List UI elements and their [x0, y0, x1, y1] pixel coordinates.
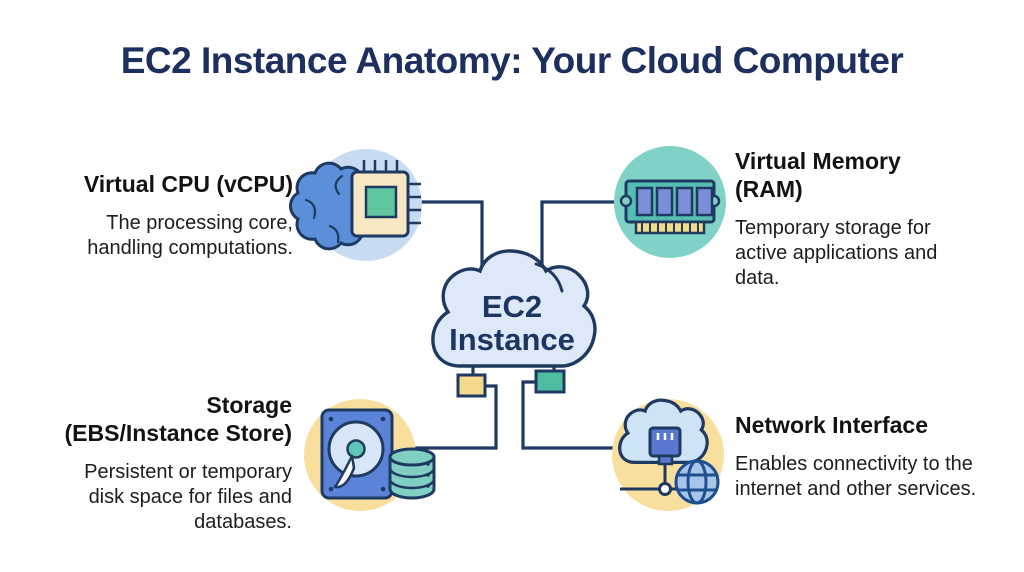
globe-icon — [674, 459, 720, 505]
connector-network — [521, 380, 613, 450]
vcpu-description: The processing core, handling computatio… — [87, 212, 293, 259]
db-top — [388, 447, 436, 467]
cloud-plug-globe-icon — [618, 398, 720, 505]
hdd-screws — [328, 416, 386, 492]
chip-pins — [362, 160, 421, 225]
cloud-label-line2: Instance — [449, 322, 575, 357]
storage-description: Persistent or temporary disk space for f… — [84, 461, 292, 533]
database-cylinder-icon — [388, 447, 436, 500]
chip-core — [364, 185, 398, 219]
db-dots — [426, 462, 430, 488]
ram-icon-group — [614, 146, 726, 258]
page-title: EC2 Instance Anatomy: Your Cloud Compute… — [120, 40, 904, 81]
wire-node — [658, 482, 672, 496]
connector-lines — [415, 200, 614, 450]
plug-prongs — [656, 433, 674, 440]
brain-chip-icon — [288, 160, 421, 251]
hdd-arm — [333, 454, 356, 489]
storage-title: Storage (EBS/Instance Store) — [64, 392, 293, 446]
ram-stick-icon — [619, 179, 721, 235]
ram-pin-strip — [634, 220, 706, 235]
plug-neck — [657, 454, 674, 466]
connector-storage — [415, 384, 498, 450]
port-square-teal — [534, 369, 566, 394]
ram-title: Virtual Memory (RAM) — [735, 148, 901, 202]
network-text-block: Network Interface Enables connectivity t… — [735, 411, 990, 502]
vcpu-text-block: Virtual CPU (vCPU) The processing core, … — [35, 170, 293, 261]
cloud-detail-arc — [534, 262, 564, 293]
db-bands — [388, 467, 436, 490]
port-square-yellow — [456, 373, 487, 398]
ram-text-block: Virtual Memory (RAM) Temporary storage f… — [735, 147, 983, 291]
cloud-label-line1: EC2 — [482, 289, 542, 324]
ram-chips — [635, 186, 714, 217]
storage-icon-group — [304, 399, 436, 511]
network-description: Enables connectivity to the internet and… — [735, 453, 977, 500]
ec2-cloud: EC2 Instance — [431, 249, 597, 398]
storage-text-block: Storage (EBS/Instance Store) Persistent … — [30, 391, 293, 535]
vcpu-icon-group — [288, 149, 422, 261]
hdd-hub — [346, 439, 366, 459]
ethernet-plug-icon — [648, 426, 682, 458]
ram-description: Temporary storage for active application… — [735, 217, 938, 289]
network-title: Network Interface — [735, 412, 929, 438]
ram-pins — [641, 222, 699, 233]
vcpu-title: Virtual CPU (vCPU) — [83, 171, 293, 197]
brain-folds — [304, 174, 344, 244]
ram-notch-left — [619, 194, 633, 208]
hard-drive-database-icon — [320, 408, 436, 500]
connector-vcpu — [421, 200, 484, 282]
network-icon-group — [612, 398, 724, 511]
connector-ram — [540, 200, 614, 286]
